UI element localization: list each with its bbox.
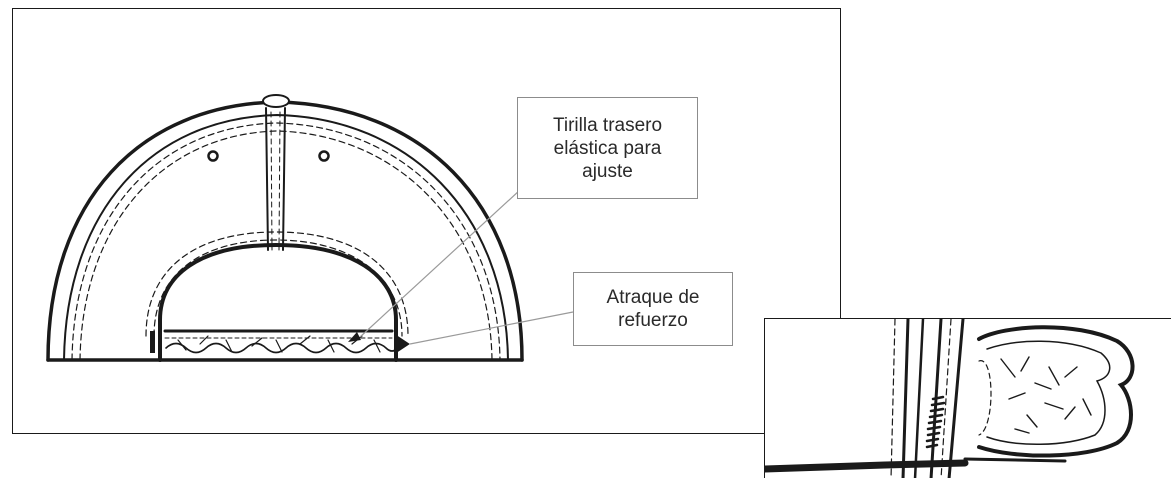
detail-inset-drawing xyxy=(765,319,1135,478)
callout-elastic-line-3: ajuste xyxy=(582,160,633,182)
leader-arrow-elastic xyxy=(348,332,361,342)
eyelet-left xyxy=(207,150,219,162)
bartack-left xyxy=(150,331,155,353)
callout-elastic-strap: Tirilla trasero elástica para ajuste xyxy=(517,97,698,199)
detail-seam-1-stitch xyxy=(890,319,896,478)
detail-elastic-inner xyxy=(986,340,1111,446)
detail-elastic-outline xyxy=(977,325,1135,458)
back-opening-arch xyxy=(158,242,398,362)
bartack-right xyxy=(396,335,410,353)
detail-elastic-stitch xyxy=(978,360,992,436)
center-seam-left xyxy=(265,107,269,251)
back-opening-stitch-inner xyxy=(153,239,403,337)
detail-bartack-coil xyxy=(925,395,946,449)
callout-elastic-line-2: elástica para xyxy=(553,137,662,159)
detail-base-band-right xyxy=(963,457,1067,463)
elastic-gather-wave xyxy=(165,342,399,354)
leader-elastic xyxy=(359,189,521,338)
center-seam-right xyxy=(282,107,286,251)
detail-inset-panel xyxy=(764,318,1171,478)
detail-elastic-gathers xyxy=(1000,356,1092,434)
back-opening-stitch-outer xyxy=(145,231,409,337)
center-seam-stitch-right xyxy=(278,111,281,251)
leader-bartack xyxy=(409,311,574,345)
cap-back-view-panel xyxy=(12,8,841,434)
crown-topstitch-outer xyxy=(71,122,501,361)
callout-bartack-line-1: Atraque de xyxy=(606,287,700,308)
eyelet-right xyxy=(318,150,330,162)
callout-elastic-line-1: Tirilla trasero xyxy=(552,114,663,136)
crown-inner-outline xyxy=(63,113,509,361)
callout-bartack-line-2: refuerzo xyxy=(618,310,688,331)
center-seam-stitch-left xyxy=(270,111,273,251)
detail-base-band xyxy=(765,459,969,473)
crown-button xyxy=(262,94,290,108)
callout-bartack: Atraque de refuerzo xyxy=(573,272,733,346)
detail-seam-2 xyxy=(913,319,925,478)
detail-seam-4 xyxy=(947,319,965,478)
detail-seam-3-stitch xyxy=(940,319,952,478)
detail-seam-1 xyxy=(901,319,910,478)
